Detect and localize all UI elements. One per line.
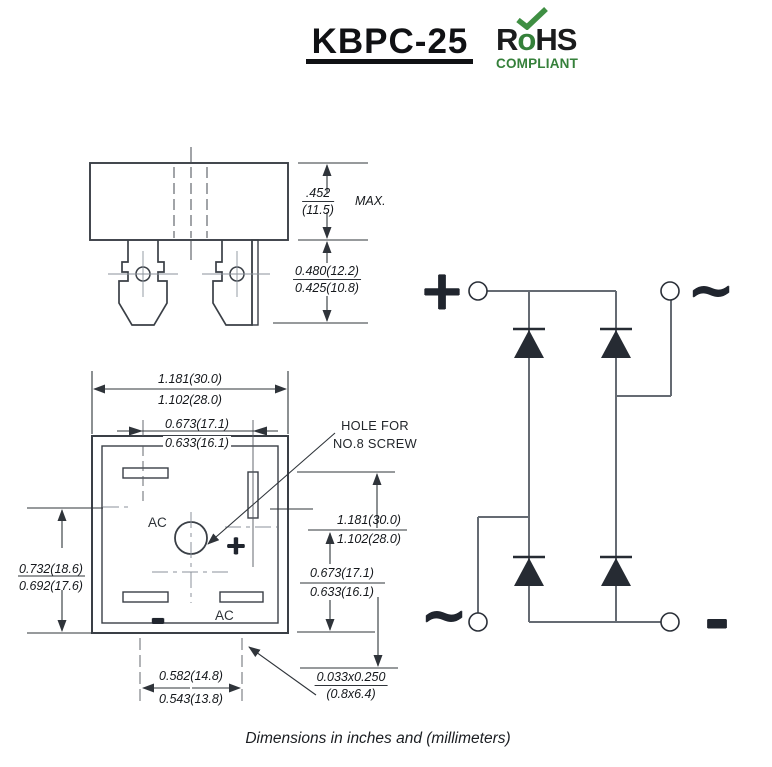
dim-terminal-size: 0.033x0.250 (0.8x6.4): [314, 670, 388, 701]
dim-terminal-length-mm: 0.425(10.8): [295, 281, 359, 295]
dim-max-label: MAX.: [355, 194, 386, 208]
dim-terminal-size-in: 0.033x0.250: [314, 670, 388, 686]
side-view-drawing: [89, 147, 368, 326]
slot-top-left: [122, 467, 169, 479]
dim-body-height: .452 (11.5): [302, 186, 334, 217]
positive-terminal-circle: [468, 281, 488, 301]
package-body-side: [89, 162, 289, 241]
top-view-dimension-lines: [18, 371, 407, 693]
dim-slot-span-in: 0.673(17.1): [165, 417, 229, 431]
circuit-minus-symbol: -: [704, 586, 730, 656]
title-underline: [306, 59, 473, 64]
dim-height-right-in: 1.181(30.0): [337, 513, 401, 527]
circuit-diagram: [468, 281, 680, 632]
left-terminal-lug: [118, 240, 168, 326]
package-outline-top: [91, 435, 289, 634]
dim-terminal-length-in: 0.480(12.2): [293, 264, 361, 280]
dim-height-right-mm: 1.102(28.0): [337, 532, 401, 546]
diode-icon: [601, 330, 631, 358]
hole-note-line2: NO.8 SCREW: [332, 436, 418, 451]
rohs-letter-o: o: [517, 22, 536, 57]
diode-icon: [601, 558, 631, 586]
dim-body-height-mm: (11.5): [302, 203, 334, 217]
side-view-dimension-lines: [273, 162, 368, 324]
dim-width-mm: 1.102(28.0): [158, 393, 222, 407]
ac-top-terminal-circle: [660, 281, 680, 301]
dim-slot-right-mm: 0.633(16.1): [310, 585, 374, 599]
diode-icon: [514, 330, 544, 358]
ac-label-bottom: AC: [215, 608, 234, 623]
dim-terminal-pitch-mm: 0.543(13.8): [159, 692, 223, 706]
rohs-compliant-text: COMPLIANT: [496, 56, 579, 71]
checkmark-icon: [516, 7, 548, 30]
right-terminal-lug: [212, 240, 253, 326]
slot-bottom-right: [219, 591, 264, 603]
dim-terminal-pitch-in: 0.582(14.8): [159, 669, 223, 683]
diode-cathode-bars: [513, 327, 632, 559]
ac-bottom-terminal-circle: [468, 612, 488, 632]
dim-width-in: 1.181(30.0): [158, 372, 222, 386]
diode-icon: [514, 558, 544, 586]
dim-body-height-in: .452: [302, 186, 334, 202]
leader-lines: [207, 432, 336, 696]
dim-terminal-length: 0.480(12.2) 0.425(10.8): [293, 264, 361, 295]
circuit-ac-bottom-symbol: ~: [420, 583, 468, 648]
plus-label-top-view: +: [225, 531, 247, 561]
rohs-word: RoHS: [496, 22, 577, 58]
caption: Dimensions in inches and (millimeters): [245, 730, 511, 747]
rohs-letter-r: R: [496, 22, 518, 57]
negative-terminal-circle: [660, 612, 680, 632]
slot-bottom-left: [122, 591, 169, 603]
top-view-drawing: [91, 420, 336, 702]
rohs-letters-hs: HS: [535, 22, 577, 57]
hole-note-line1: HOLE FOR: [341, 418, 409, 433]
rohs-logo: RoHS COMPLIANT: [496, 7, 600, 71]
dim-height-left-in: 0.732(18.6): [19, 562, 83, 576]
terminal-circles: [468, 281, 680, 632]
dim-slot-span-mm: 0.633(16.1): [163, 436, 231, 450]
diode-triangles: [514, 330, 631, 586]
terminal-centerlines: [108, 251, 270, 297]
dim-terminal-size-mm: (0.8x6.4): [326, 687, 376, 701]
page-title: KBPC-25: [311, 22, 469, 61]
ac-label-top: AC: [148, 515, 167, 530]
circuit-ac-top-symbol: ~: [687, 258, 735, 323]
dim-height-left-mm: 0.692(17.6): [19, 579, 83, 593]
minus-label-top-view: -: [150, 599, 166, 640]
right-terminal-tab-edge: [251, 239, 259, 326]
circuit-plus-symbol: +: [419, 259, 465, 322]
hole-centerlines: [103, 506, 277, 603]
dim-slot-right-in: 0.673(17.1): [310, 566, 374, 580]
hidden-lead-lines: [173, 147, 208, 260]
feature-centerlines: [139, 420, 254, 702]
